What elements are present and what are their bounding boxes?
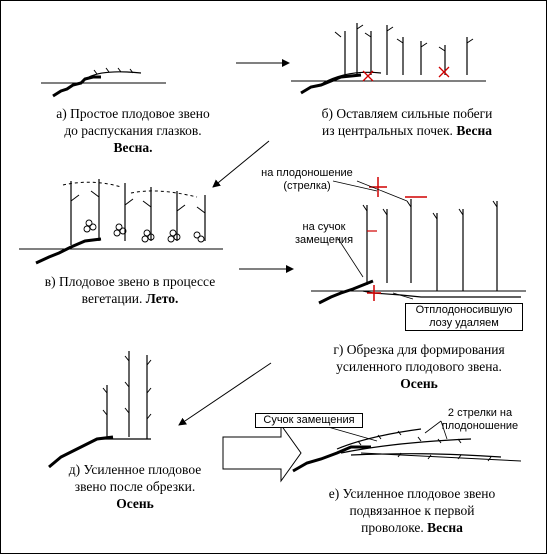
caption-d: г) Обрезка для формирования усиленного п… [333, 342, 505, 391]
label-remove-old-cane: Отплодоносившую лозу удаляем [405, 303, 523, 331]
caption-e: д) Усиленное плодовое звено после обрезк… [68, 462, 202, 511]
arrow-d-e [178, 362, 272, 426]
caption-b: б) Оставляем сильные побеги из центральн… [321, 106, 493, 138]
label-fruiting-cane: на плодоношение (стрелка) [261, 167, 353, 192]
stage-e-drawing [48, 351, 152, 469]
caption-a: а) Простое плодовое звено до распускания… [56, 106, 210, 155]
caption-f: е) Усиленное плодовое звено подвязанное … [328, 486, 496, 535]
stage-c-drawing [19, 179, 223, 265]
stage-b-drawing [291, 23, 486, 95]
arrow-b-c [212, 140, 270, 188]
label-two-canes: 2 стрелки на плодоношение [441, 407, 519, 432]
label-replacement-spur-e: Сучок замещения [255, 413, 363, 428]
arrow-e-f [222, 423, 302, 483]
label-replacement-spur: на сучок замещения [294, 221, 354, 246]
stage-a-drawing [41, 67, 166, 98]
stage-d-drawing [311, 177, 526, 305]
caption-c: в) Плодовое звено в процессе вегетации. … [44, 274, 216, 306]
